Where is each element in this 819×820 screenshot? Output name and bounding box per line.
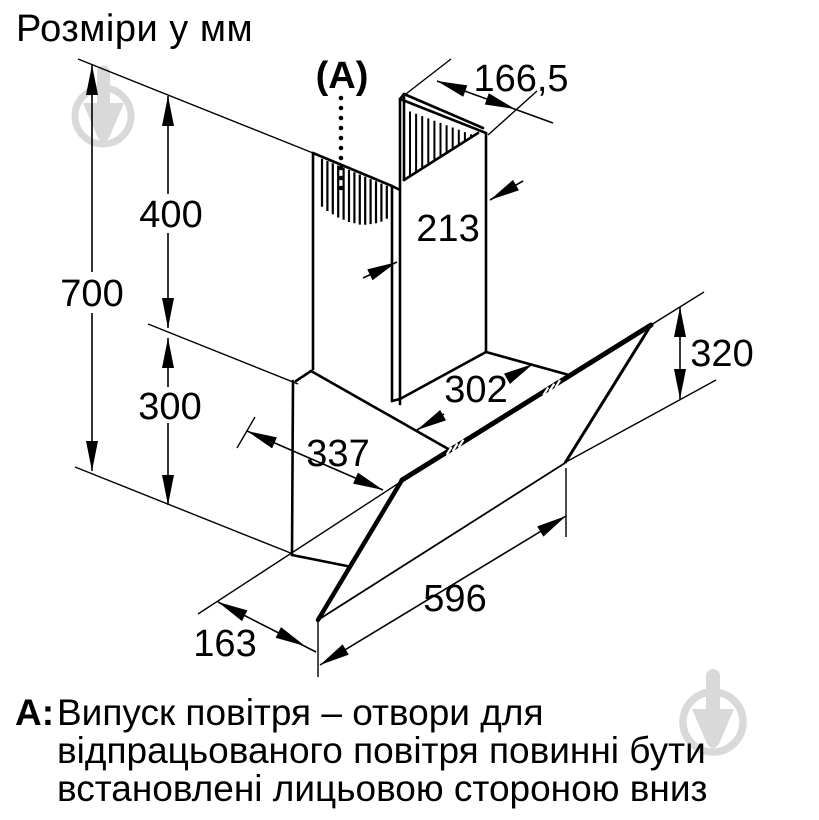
dim-label-302: 302 — [444, 369, 507, 411]
vent-slots-hatching — [320, 158, 388, 225]
location-pin-watermark-top-left — [71, 65, 135, 148]
dim-label-337: 337 — [306, 433, 369, 475]
dim-label-320: 320 — [690, 333, 753, 375]
note-line-3: встановлені лицьовою стороною вниз — [57, 768, 708, 809]
extension-lines — [74, 58, 717, 677]
leader-dotted-line — [338, 95, 344, 191]
dimension-arrowheads — [86, 65, 686, 665]
dim-label-163: 163 — [193, 623, 256, 665]
location-pin-watermark-bottom-right — [679, 669, 747, 756]
dim-label-400: 400 — [139, 194, 202, 236]
dim-label-596: 596 — [423, 578, 486, 620]
dimension-lines — [91, 65, 681, 666]
dim-label-300: 300 — [138, 386, 201, 428]
note-line-1: Випуск повітря – отвори для — [57, 692, 544, 733]
page-title: Розміри у мм — [16, 8, 254, 50]
duct-opening-hatching — [409, 111, 472, 176]
chimney-outline — [311, 92, 571, 406]
air-outlet-note: A: Випуск повітря – отвори для відпрацьо… — [15, 694, 805, 808]
marker-a-label: (A) — [316, 55, 369, 97]
note-line-2: відпрацьованого повітря повинні бути — [57, 730, 706, 771]
dimension-labels: 700 400 300 166,5 213 302 337 320 596 16… — [60, 55, 753, 665]
glass-panel-edges — [315, 322, 654, 623]
note-marker: A: — [15, 692, 55, 733]
glass-hinge-marks — [445, 379, 562, 456]
dim-label-700: 700 — [60, 273, 123, 315]
dim-label-166-5: 166,5 — [473, 58, 568, 100]
dim-label-213: 213 — [416, 208, 479, 250]
hood-body-outline — [290, 369, 452, 568]
